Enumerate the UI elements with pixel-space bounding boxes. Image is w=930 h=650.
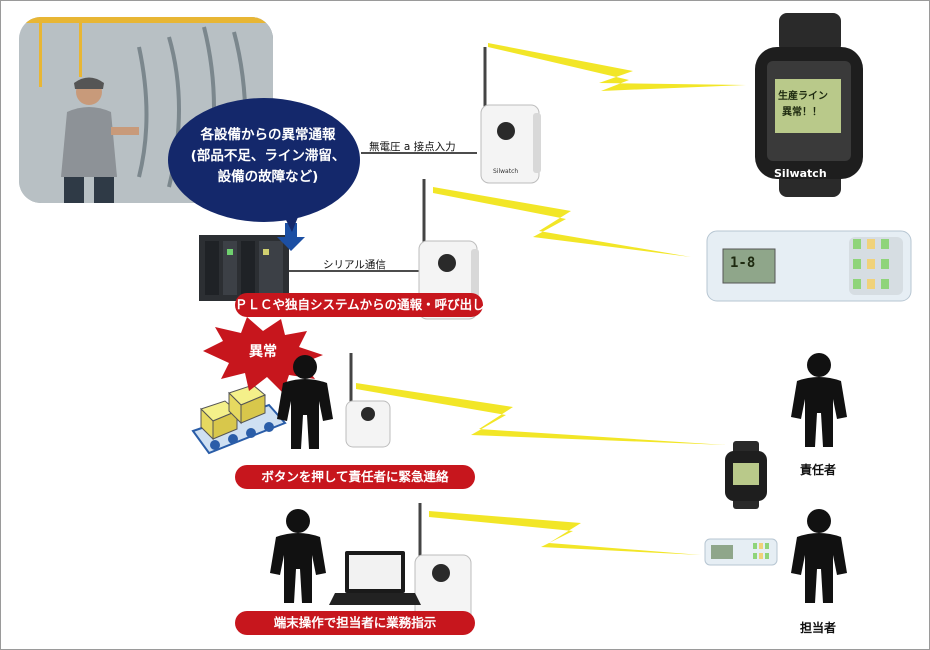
bubble-line: 設備の故障など) <box>217 169 319 185</box>
person-silhouette-icon <box>270 509 326 603</box>
box-icon <box>228 384 266 425</box>
person-silhouette-icon <box>791 509 847 603</box>
staff-label: 担当者 <box>800 621 837 635</box>
led-indicator-display-icon <box>706 230 912 302</box>
serial-label: シリアル通信 <box>323 259 386 271</box>
supervisor-label: 責任者 <box>800 463 837 477</box>
terminal-banner: 端末操作で担当者に業務指示 <box>235 611 475 635</box>
light-screen-text: 1-8 <box>730 255 756 271</box>
person-silhouette-icon <box>791 353 847 447</box>
alert-burst-icon <box>203 317 323 393</box>
plc-banner: ＰＬＣや独自システムからの通報・呼び出し <box>235 293 485 317</box>
transmitter-icon <box>345 353 391 448</box>
watch-brand: Silwatch <box>774 167 827 180</box>
transmitter-icon <box>414 503 472 626</box>
wristwatch-pager-icon <box>755 13 863 197</box>
down-arrow-icon <box>277 223 305 251</box>
wristwatch-pager-icon <box>725 441 767 509</box>
contact-input-label: 無電圧 a 接点入力 <box>369 141 456 153</box>
led-indicator-display-icon <box>704 538 778 566</box>
person-silhouette-icon <box>277 355 333 449</box>
conveyor-icon <box>191 384 287 455</box>
alert-burst-label: 異常 <box>249 344 277 360</box>
watch-screen-line1: 生産ライン <box>778 91 828 102</box>
plc-device-icon <box>199 235 289 301</box>
button-banner: ボタンを押して責任者に緊急連絡 <box>235 465 475 489</box>
box-icon <box>200 400 238 441</box>
svg-text:Silwatch: Silwatch <box>493 168 518 175</box>
alert-speech-bubble <box>168 98 360 232</box>
lightning-bolt-3 <box>356 383 726 445</box>
bubble-line: (部品不足、ライン滞留、 <box>190 148 346 164</box>
bubble-text: 各設備からの異常通報 (部品不足、ライン滞留、 設備の故障など) <box>171 125 365 188</box>
lightning-bolt-1 <box>488 43 746 91</box>
bubble-line: 各設備からの異常通報 <box>200 127 336 143</box>
lightning-bolt-4 <box>429 511 701 555</box>
laptop-icon <box>329 551 421 605</box>
watch-screen-line2: 異常！！ <box>782 107 822 118</box>
transmitter-icon: Silwatch <box>480 47 541 184</box>
lightning-bolt-2 <box>433 187 691 257</box>
